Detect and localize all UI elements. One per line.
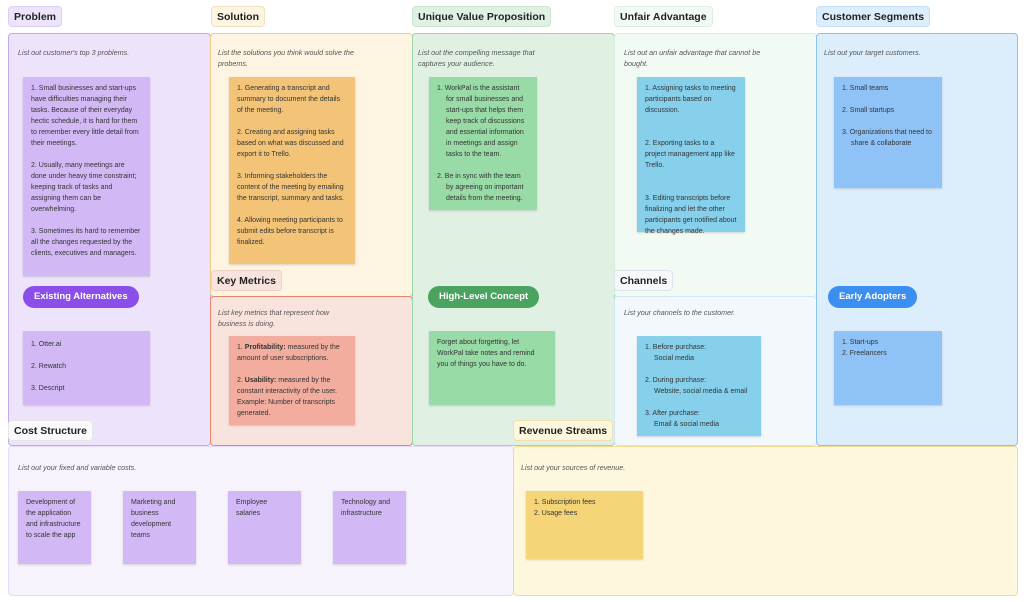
note-item: 3. Descript [31,385,65,392]
early-adopters-sticky-note[interactable]: 1. Start-ups 2. Freelancers [834,331,942,405]
metric-num: 1. [237,344,245,351]
note-item: 2. Freelancers [842,350,887,357]
problem-hint: List out customer's top 3 problems. [18,48,130,57]
unfair-advantage-sticky-note[interactable]: 1. Assigning tasks to meeting participan… [637,77,745,235]
cost-structure-section [8,446,514,596]
customer-segments-hint: List out your target customers. [824,48,921,57]
metric-label: Profitability: [244,344,286,351]
uvp-title: Unique Value Proposition [412,6,552,27]
revenue-sticky-note[interactable]: 1. Subscription fees 2. Usage fees [526,491,643,559]
metric-label: Usability: [244,377,277,384]
note-item: 2. Creating and assigning tasks based on… [237,129,344,158]
note-item: 2. Be in sync with the team by agreeing … [437,173,524,202]
channel-detail: Email & social media [654,421,719,428]
key-metrics-title: Key Metrics [211,270,282,291]
channels-sticky-note[interactable]: 1. Before purchase: Social media 2. During… [637,336,761,436]
note-item: 4. Allowing meeting participants to subm… [237,217,343,246]
note-item: 3. Informing stakeholders the content of… [237,173,344,202]
solution-title: Solution [211,6,265,27]
note-item: 3. Organizations that need to share & co… [842,129,932,147]
channel-stage: 2. During purchase: [645,377,707,384]
metric-item: 1. Profitability: measured by the amount… [237,342,347,364]
alternatives-sticky-note[interactable]: 1. Otter.ai 2. Rewatch 3. Descript [23,331,150,405]
note-item: 2. Usually, many meetings are done under… [31,162,137,213]
note-item: Technology and infrastructure [341,499,391,517]
revenue-streams-title: Revenue Streams [513,420,614,441]
channel-stage: 1. Before purchase: [645,344,707,351]
uvp-hint: List out the compelling message that cap… [418,48,535,68]
channels-hint: List your channels to the customer. [624,308,736,317]
unfair-advantage-title: Unfair Advantage [614,6,713,27]
existing-alternatives-button[interactable]: Existing Alternatives [23,286,139,308]
metric-item: 2. Usability: measured by the constant i… [237,375,347,419]
key-metrics-hint: List key metrics that represent how busi… [218,308,330,328]
problem-title: Problem [8,6,63,27]
note-item: 1. Otter.ai [31,341,62,348]
channels-title: Channels [614,270,674,291]
note-item: 1. Small teams [842,85,889,92]
note-item: Forget about forgetting, let WorkPal tak… [437,339,535,368]
key-metrics-sticky-note[interactable]: 1. Profitability: measured by the amount… [229,336,355,425]
uvp-sticky-note[interactable]: 1. WorkPal is the assistant for small bu… [429,77,537,210]
cost-sticky-note-3[interactable]: Employee salaries [228,491,301,564]
note-item: 2. Usage fees [534,510,578,517]
note-item: Development of the application and infra… [26,499,81,539]
unfair-advantage-hint: List out an unfair advantage that cannot… [624,48,761,68]
note-item: 1. Assigning tasks to meeting participan… [645,85,736,114]
channel-detail: Website, social media & email [654,388,748,395]
cost-sticky-note-1[interactable]: Development of the application and infra… [18,491,91,564]
cost-sticky-note-2[interactable]: Marketing and business development teams [123,491,196,564]
solution-sticky-note[interactable]: 1. Generating a transcript and summary t… [229,77,355,264]
revenue-streams-section [513,446,1018,596]
note-item: 2. Rewatch [31,363,67,370]
channel-item: 3. After purchase: Email & social media [645,408,753,430]
channel-detail: Social media [654,355,695,362]
note-item: 1. Generating a transcript and summary t… [237,85,341,114]
channel-stage: 3. After purchase: [645,410,700,417]
note-item: 1. WorkPal is the assistant for small bu… [437,85,525,158]
metric-text: measured by the amount of user subscript… [237,344,340,362]
cost-structure-title: Cost Structure [8,420,93,441]
note-item: 1. Start-ups [842,339,879,346]
note-item: 2. Exporting tasks to a project manageme… [645,140,735,169]
concept-sticky-note[interactable]: Forget about forgetting, let WorkPal tak… [429,331,555,405]
problem-sticky-note[interactable]: 1. Small businesses and start-ups have d… [23,77,150,276]
note-item: 2. Small startups [842,107,895,114]
metric-text: measured by the constant interactivity o… [237,377,337,417]
note-item: 3. Sometimes its hard to remember all th… [31,228,141,257]
note-item: Marketing and business development teams [131,499,176,539]
solution-hint: List the solutions you think would solve… [218,48,354,68]
note-item: 3. Editing transcripts before finalizing… [645,195,737,235]
note-item: 1. Subscription fees [534,499,596,506]
channel-item: 1. Before purchase: Social media [645,342,753,364]
channel-item: 2. During purchase: Website, social media… [645,375,753,397]
customer-segments-sticky-note[interactable]: 1. Small teams 2. Small startups 3. Organi… [834,77,942,188]
metric-num: 2. [237,377,245,384]
note-item: 1. Small businesses and start-ups have d… [31,85,139,147]
customer-segments-title: Customer Segments [816,6,931,27]
cost-sticky-note-4[interactable]: Technology and infrastructure [333,491,406,564]
early-adopters-button[interactable]: Early Adopters [828,286,918,308]
note-item: Employee salaries [236,499,268,517]
cost-structure-hint: List out your fixed and variable costs. [18,463,137,472]
revenue-streams-hint: List out your sources of revenue. [521,463,626,472]
high-level-concept-button[interactable]: High-Level Concept [428,286,540,308]
